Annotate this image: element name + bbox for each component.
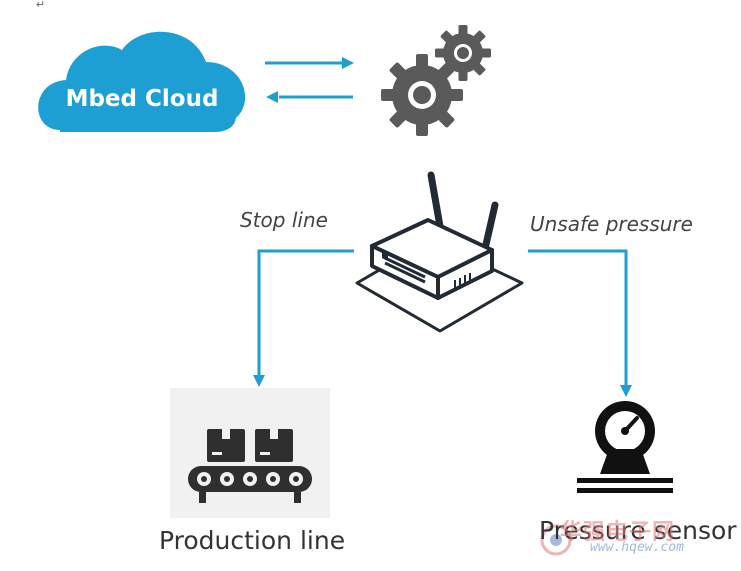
cloud-icon (38, 31, 246, 132)
watermark-text: 华强电子网 (560, 520, 676, 545)
stop-line-label: Stop line (240, 208, 328, 232)
unsafe-pressure-label: Unsafe pressure (530, 212, 693, 236)
pressure-sensor-label: Pressure sensor (539, 516, 737, 545)
production-line-icon (170, 388, 330, 518)
watermark-url: www.hqew.com (590, 540, 684, 555)
gears-icon (381, 25, 491, 136)
watermark-logo (540, 524, 572, 556)
paragraph-mark: ↵ (36, 0, 46, 11)
unsafe-pressure-connector (528, 249, 632, 397)
stop-line-connector (253, 249, 354, 387)
router-icon (355, 171, 524, 333)
sync-arrows (265, 57, 354, 103)
cloud-label: Mbed Cloud (65, 86, 219, 112)
pressure-sensor-icon (577, 401, 673, 493)
production-line-label: Production line (159, 526, 346, 555)
